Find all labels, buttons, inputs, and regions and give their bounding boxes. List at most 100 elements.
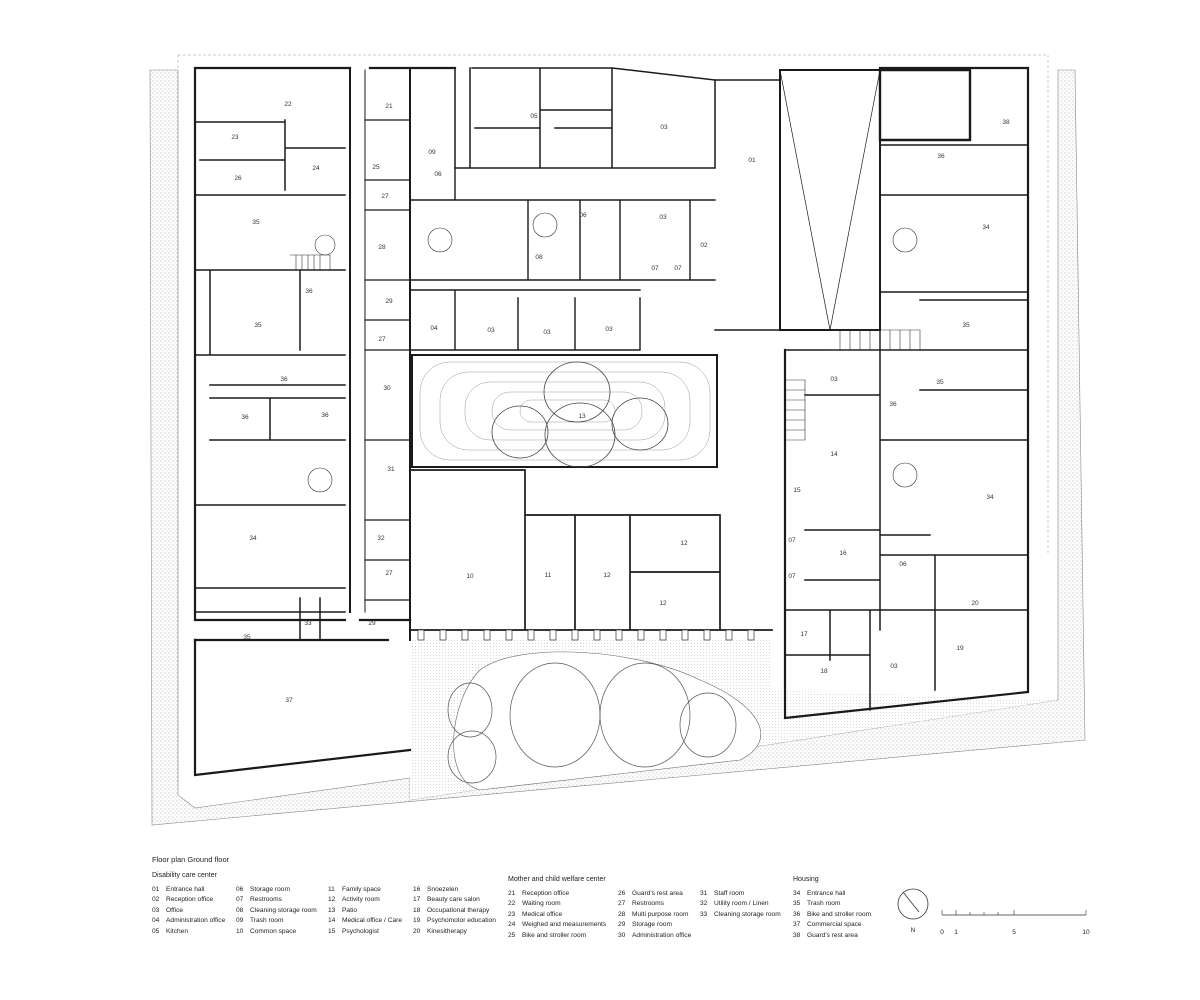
legend-item-label: Commercial space <box>807 921 862 929</box>
legend-item-number: 26 <box>618 890 626 897</box>
legend-item-number: 01 <box>152 886 160 893</box>
legend-item-number: 17 <box>413 896 421 904</box>
legend-item-number: 21 <box>508 890 516 897</box>
legend-item-label: Snoezelen <box>427 886 459 893</box>
legend-item-number: 14 <box>328 917 336 925</box>
legend-item-label: Cleaning storage room <box>714 910 781 918</box>
room-label: 12 <box>659 600 667 607</box>
room-label: 04 <box>430 325 438 332</box>
room-label: 07 <box>788 573 796 580</box>
room-label: 03 <box>487 327 495 334</box>
room-label: 36 <box>305 288 313 295</box>
room-label: 08 <box>535 254 543 261</box>
room-label: 37 <box>285 697 293 704</box>
legend-item-number: 11 <box>328 886 335 893</box>
room-label: 36 <box>889 401 897 408</box>
legend-item-label: Storage room <box>250 886 290 893</box>
legend-item-label: Utility room / Linen <box>714 900 769 908</box>
room-label: 34 <box>249 535 257 542</box>
room-label: 07 <box>788 537 796 544</box>
legend-item-label: Reception office <box>166 896 214 904</box>
colonnade <box>417 629 755 641</box>
room-label: 15 <box>793 487 801 494</box>
legend-item-label: Reception office <box>522 890 570 897</box>
legend-item-number: 03 <box>152 906 160 914</box>
legend-item-number: 15 <box>328 927 336 935</box>
legend-item-number: 07 <box>236 896 244 904</box>
legend-item-number: 24 <box>508 921 516 929</box>
room-label: 03 <box>659 214 667 221</box>
legend-item-label: Occupational therapy <box>427 906 490 914</box>
room-label: 33 <box>304 620 312 627</box>
room-label: 31 <box>387 466 395 473</box>
legend-item-label: Trash room <box>250 917 284 925</box>
room-label: 36 <box>241 414 249 421</box>
legend-item-label: Bike and stroller room <box>522 931 587 939</box>
room-label: 13 <box>578 413 586 420</box>
room-label: 06 <box>899 561 907 568</box>
walls <box>193 66 1030 777</box>
patio-contours <box>419 361 711 461</box>
legend-item-label: Medical office / Care <box>342 917 402 925</box>
legend-item-label: Trash room <box>807 900 841 908</box>
room-label: 03 <box>890 663 898 670</box>
north-arrow: N <box>897 888 929 934</box>
room-label: 38 <box>1002 119 1010 126</box>
legend-item-number: 35 <box>793 900 801 908</box>
room-label: 35 <box>962 322 970 329</box>
legend-item: 11 Family space <box>328 885 402 895</box>
legend-item-label: Administration office <box>166 917 226 925</box>
legend-item-number: 19 <box>413 917 421 925</box>
legend-item: 15 Psychologist <box>328 927 402 937</box>
room-label: 18 <box>820 668 828 675</box>
room-label: 32 <box>377 535 385 542</box>
legend-item: 02 Reception office <box>152 895 225 905</box>
room-label: 03 <box>660 124 668 131</box>
room-label: 36 <box>937 153 945 160</box>
legend-item-label: Medical office <box>522 910 563 918</box>
room-label: 27 <box>381 193 389 200</box>
room-label: 28 <box>378 244 386 251</box>
room-label: 10 <box>466 573 474 580</box>
stairs <box>290 212 921 493</box>
room-label: 16 <box>839 550 847 557</box>
room-label: 30 <box>383 385 391 392</box>
legend-group-title: Housing <box>793 876 819 883</box>
room-label: 21 <box>385 103 393 110</box>
legend-item-number: 38 <box>793 931 801 939</box>
scale-label-10: 10 <box>1082 929 1090 936</box>
legend-item-label: Entrance hall <box>807 890 846 897</box>
room-label: 29 <box>385 298 393 305</box>
legend-item-label: Psychologist <box>342 927 380 935</box>
legend-item-number: 02 <box>152 896 160 904</box>
legend-item-label: Family space <box>342 886 381 893</box>
legend-item-label: Office <box>166 906 184 914</box>
room-label: 36 <box>280 376 288 383</box>
room-label: 35 <box>243 634 251 641</box>
legend-item-label: Beauty care salon <box>427 896 480 904</box>
patio-trees <box>491 361 669 468</box>
room-label: 06 <box>579 212 587 219</box>
room-label: 34 <box>982 224 990 231</box>
legend-item-label: Cleaning storage room <box>250 906 317 914</box>
